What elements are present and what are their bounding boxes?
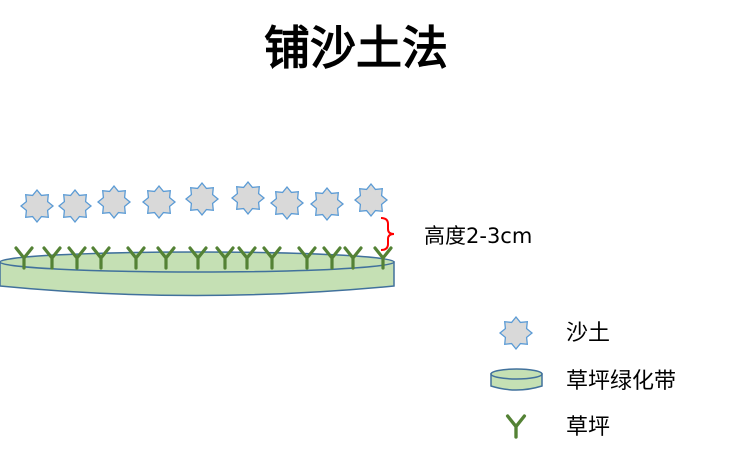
legend-grass-blade [505, 414, 527, 439]
grass-blade [297, 246, 317, 270]
sand-particle [141, 184, 177, 220]
y-grass-icon [505, 414, 527, 439]
sand-particles-row [19, 180, 389, 224]
grass-blade [322, 246, 342, 270]
grass-blade [67, 246, 87, 270]
sand-particle [269, 185, 305, 221]
grass-blade [188, 246, 208, 270]
cylinder-disc-icon [490, 368, 543, 391]
sand-particle [184, 181, 220, 217]
legend-green-belt-label: 草坪绿化带 [566, 369, 676, 394]
sand-particle [230, 180, 266, 216]
sand-particle [57, 188, 93, 224]
grass-row [14, 246, 393, 270]
legend: 沙土 草坪绿化带 草坪 [490, 315, 676, 440]
grass-blade [215, 246, 235, 270]
sand-particle [19, 188, 55, 224]
grass-blade [126, 246, 146, 270]
sand-particle [96, 184, 132, 220]
legend-sand-label: 沙土 [566, 321, 610, 346]
grass-blade [262, 246, 282, 270]
grass-blade [237, 246, 257, 270]
height-bracket [380, 217, 395, 251]
diagram-title: 铺沙土法 [264, 21, 448, 75]
grass-blade [343, 246, 363, 270]
sand-particle [353, 182, 389, 218]
grass-blade [42, 246, 62, 270]
grass-blade [373, 246, 393, 270]
legend-grass-label: 草坪 [566, 415, 610, 440]
legend-sand-star [498, 315, 534, 351]
grass-blade [156, 246, 176, 270]
height-label: 高度2-3cm [424, 224, 532, 248]
eight-point-star-icon [498, 315, 534, 351]
grass-blade [91, 246, 111, 270]
sand-particle [309, 186, 345, 222]
grass-blade [14, 246, 34, 270]
